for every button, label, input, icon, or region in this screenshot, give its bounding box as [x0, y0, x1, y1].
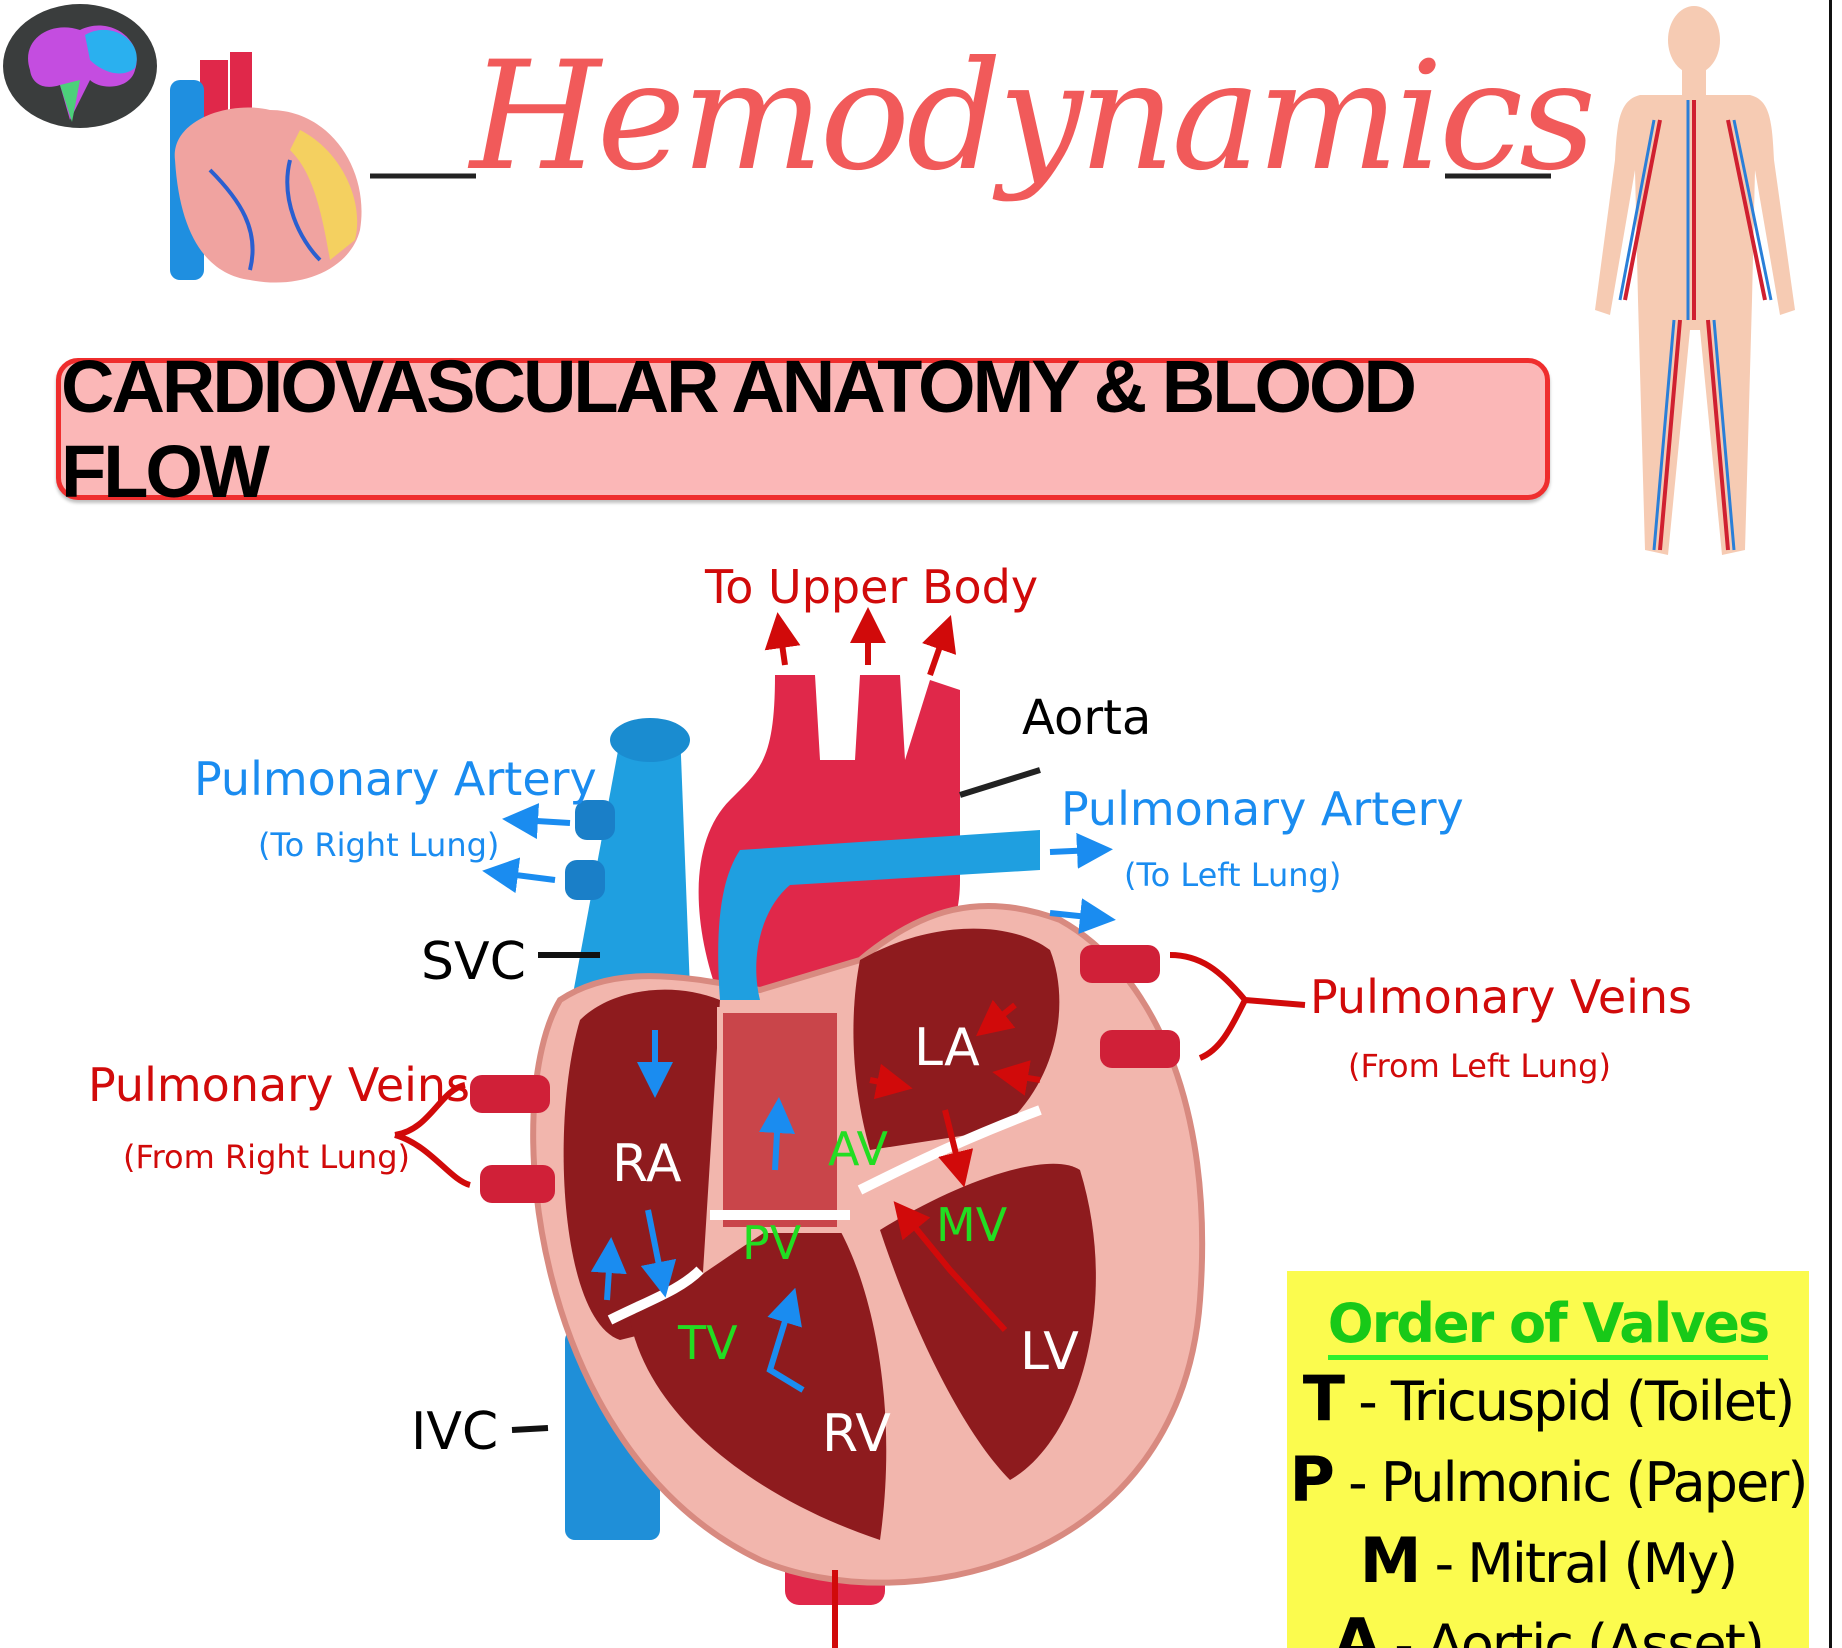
label-svc: SVC: [421, 932, 526, 992]
arrow-icon: [938, 1109, 974, 1188]
arrow-icon: [922, 615, 957, 676]
arrow-icon: [992, 1060, 1041, 1096]
banner-text: CARDIOVASCULAR ANATOMY & BLOOD FLOW: [61, 345, 1417, 513]
label-ra: RA: [612, 1134, 682, 1194]
arrow-icon: [766, 1287, 805, 1393]
label-to-upper-body: To Upper Body: [705, 560, 1039, 614]
valve-row-a: A - Aortic (Asset): [1287, 1603, 1809, 1648]
arrow-icon: [1049, 832, 1113, 869]
valve-letter: M: [1359, 1524, 1422, 1597]
pulmonary-veins-left-bracket: [1169, 952, 1306, 1061]
arrow-icon: [759, 1097, 795, 1171]
arrow-icon: [640, 1209, 677, 1298]
label-mv: MV: [936, 1198, 1008, 1252]
arrow-icon: [975, 999, 1017, 1037]
brain-logo-icon: [3, 4, 157, 128]
label-pulmonary-artery-left: Pulmonary Artery: [1061, 782, 1464, 836]
aorta-leader-line: [959, 767, 1041, 798]
arrow-icon: [482, 857, 556, 894]
valve-letter: T: [1302, 1362, 1345, 1435]
arrow-icon: [590, 1237, 627, 1301]
label-pulmonary-veins-left-sub: (From Left Lung): [1348, 1047, 1611, 1085]
label-ivc: IVC: [411, 1402, 499, 1462]
label-la: LA: [914, 1018, 980, 1078]
label-pulmonary-veins-right-sub: (From Right Lung): [123, 1138, 410, 1176]
valve-text: - Tricuspid (Toilet): [1358, 1370, 1795, 1433]
label-av: AV: [828, 1122, 888, 1176]
pulmonary-veins-right-bracket: [394, 1082, 472, 1188]
label-pv: PV: [742, 1216, 802, 1270]
page-edge-divider: [1829, 0, 1832, 1648]
valve-text: - Pulmonic (Paper): [1348, 1451, 1808, 1514]
valve-letter: P: [1289, 1443, 1335, 1516]
label-lv: LV: [1020, 1322, 1079, 1382]
label-pulmonary-veins-right: Pulmonary Veins: [88, 1058, 471, 1112]
arrow-icon: [893, 1201, 1008, 1333]
arrow-icon: [869, 1063, 913, 1100]
valve-letter: A: [1333, 1605, 1381, 1648]
label-pulmonary-artery-left-sub: (To Left Lung): [1124, 856, 1342, 894]
label-pulmonary-veins-left: Pulmonary Veins: [1310, 970, 1693, 1024]
valve-text: - Aortic (Asset): [1394, 1613, 1765, 1648]
arrow-icon: [1049, 898, 1116, 935]
arrow-icon: [764, 612, 801, 666]
label-pulmonary-artery-right-sub: (To Right Lung): [258, 826, 500, 864]
order-of-valves-box: Order of Valves T - Tricuspid (Toilet) P…: [1287, 1271, 1809, 1648]
heart-icon: [170, 52, 362, 283]
ivc-leader-line: [511, 1425, 549, 1433]
human-circulatory-system-icon: [1595, 6, 1795, 555]
flow-arrows: [394, 607, 1306, 1648]
label-rv: RV: [822, 1404, 891, 1464]
page-title: Hemodynamics: [470, 30, 1596, 204]
label-aorta: Aorta: [1022, 690, 1152, 746]
label-pulmonary-artery-right: Pulmonary Artery: [194, 752, 597, 806]
valve-text: - Mitral (My): [1434, 1532, 1739, 1595]
valve-row-t: T - Tricuspid (Toilet): [1287, 1360, 1809, 1441]
valve-row-p: P - Pulmonic (Paper): [1287, 1441, 1809, 1522]
arrow-icon: [502, 803, 571, 840]
valve-row-m: M - Mitral (My): [1287, 1522, 1809, 1603]
label-tv: TV: [678, 1316, 738, 1370]
section-banner: CARDIOVASCULAR ANATOMY & BLOOD FLOW: [56, 345, 1550, 513]
valves-heading: Order of Valves: [1327, 1293, 1770, 1360]
